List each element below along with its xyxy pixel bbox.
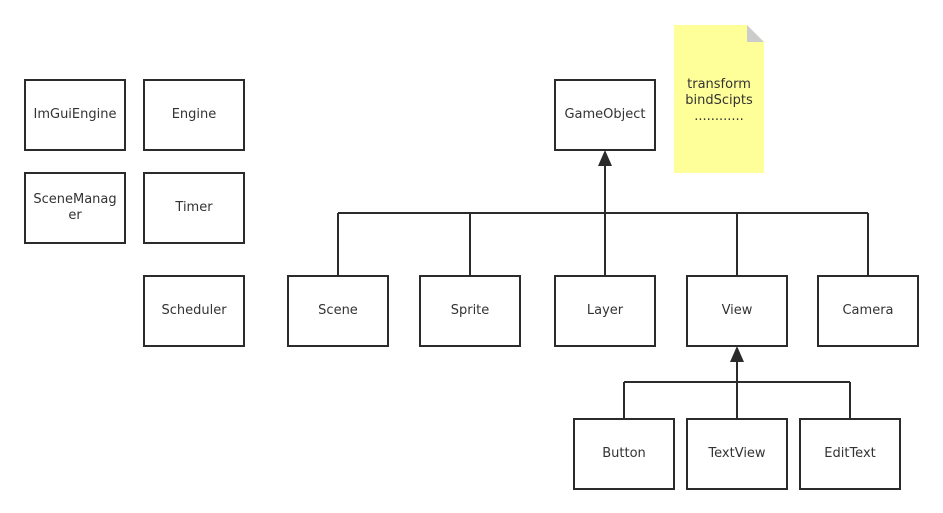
edit-text-box[interactable]: EditText (799, 418, 901, 490)
edit-text-label: EditText (824, 446, 876, 461)
text-view-label: TextView (708, 446, 766, 461)
note-fold-icon (747, 25, 764, 42)
scene-label: Scene (318, 303, 358, 318)
text-view-box[interactable]: TextView (686, 418, 788, 490)
scene-manager-label: SceneManager (33, 192, 117, 223)
sprite-label: Sprite (450, 303, 490, 318)
timer-box[interactable]: Timer (143, 172, 245, 244)
game-object-label: GameObject (564, 107, 646, 122)
scene-manager-box[interactable]: SceneManager (24, 172, 126, 244)
scheduler-label: Scheduler (161, 303, 227, 318)
engine-box[interactable]: Engine (143, 79, 245, 151)
scheduler-box[interactable]: Scheduler (143, 275, 245, 347)
engine-label: Engine (171, 107, 217, 122)
scene-box[interactable]: Scene (287, 275, 389, 347)
layer-label: Layer (586, 303, 624, 318)
sticky-note[interactable]: transform bindScipts ............ (674, 25, 764, 173)
note-line-3: ............ (694, 109, 744, 124)
button-label: Button (602, 446, 646, 461)
timer-label: Timer (175, 200, 213, 215)
layer-box[interactable]: Layer (554, 275, 656, 347)
imgui-engine-label: ImGuiEngine (33, 107, 117, 122)
view-label: View (721, 303, 753, 318)
sprite-box[interactable]: Sprite (419, 275, 521, 347)
view-box[interactable]: View (686, 275, 788, 347)
gameobject-arrowhead (598, 150, 612, 166)
note-line-1: transform (687, 77, 751, 92)
imgui-engine-box[interactable]: ImGuiEngine (24, 79, 126, 151)
note-shape (674, 25, 764, 173)
note-line-2: bindScipts (685, 93, 753, 108)
view-arrowhead (730, 346, 744, 362)
note-body (674, 25, 764, 173)
camera-box[interactable]: Camera (817, 275, 919, 347)
camera-label: Camera (842, 303, 894, 318)
button-box[interactable]: Button (573, 418, 675, 490)
game-object-box[interactable]: GameObject (554, 79, 656, 151)
note-text: transform bindScipts ............ (674, 77, 764, 125)
